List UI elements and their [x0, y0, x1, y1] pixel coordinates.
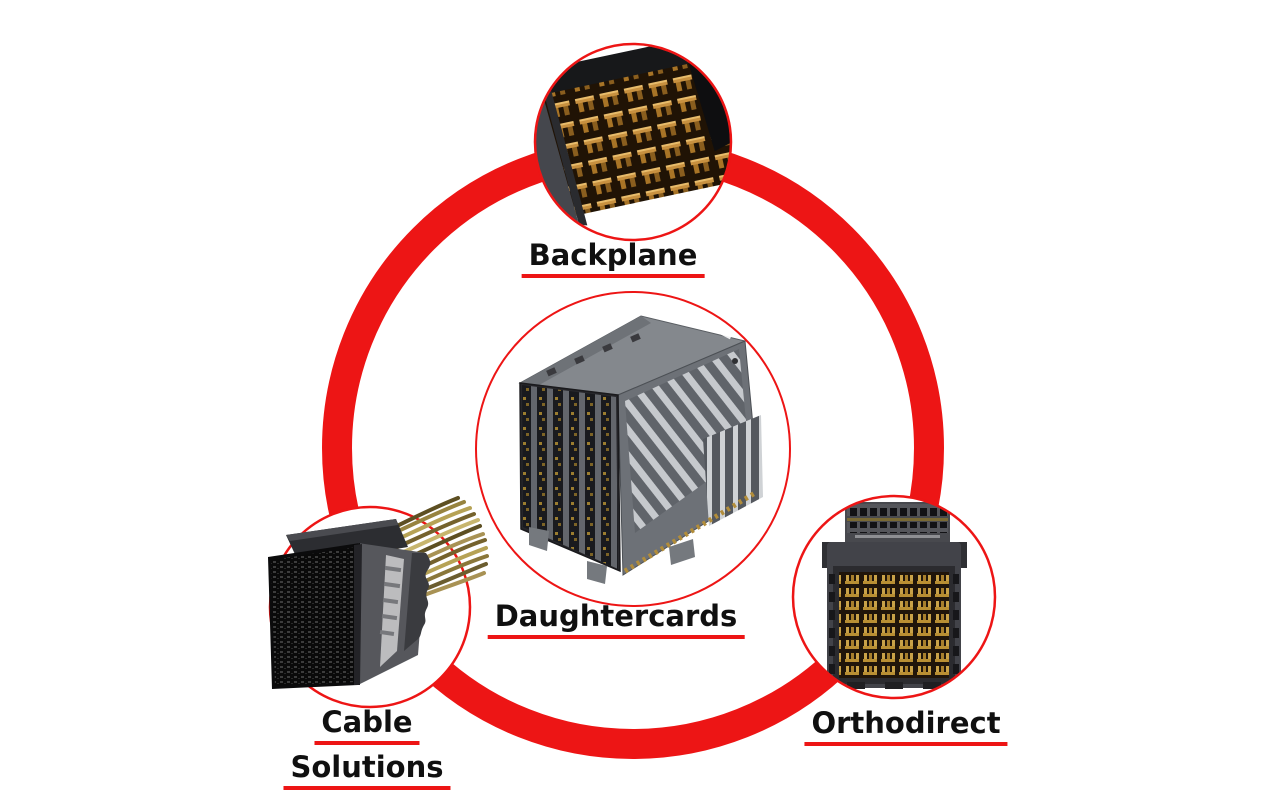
- backplane-connector-photo: [533, 42, 733, 242]
- daughtercards-label-text: Daughtercards: [487, 600, 745, 639]
- cable-connector-body: [268, 519, 431, 689]
- cable-assembly-connector-photo: [268, 496, 489, 709]
- node-daughtercards: [473, 289, 793, 609]
- daughtercard-connector-photo: [475, 291, 791, 607]
- daughtercards-label: Daughtercards: [487, 600, 745, 639]
- backplane-label-text: Backplane: [521, 239, 705, 278]
- orthodirect-connector-photo: [791, 494, 997, 700]
- cable-solutions-label: Cable Solutions: [283, 706, 451, 790]
- orthodirect-label: Orthodirect: [804, 707, 1008, 746]
- node-cable-solutions: [258, 495, 489, 725]
- orthodirect-label-text: Orthodirect: [804, 707, 1008, 746]
- backplane-label: Backplane: [521, 239, 705, 278]
- cable-solutions-label-line2: Solutions: [283, 751, 451, 790]
- cable-solutions-label-line1: Cable: [314, 706, 420, 745]
- node-orthodirect: [789, 494, 999, 704]
- node-backplane: [533, 42, 733, 242]
